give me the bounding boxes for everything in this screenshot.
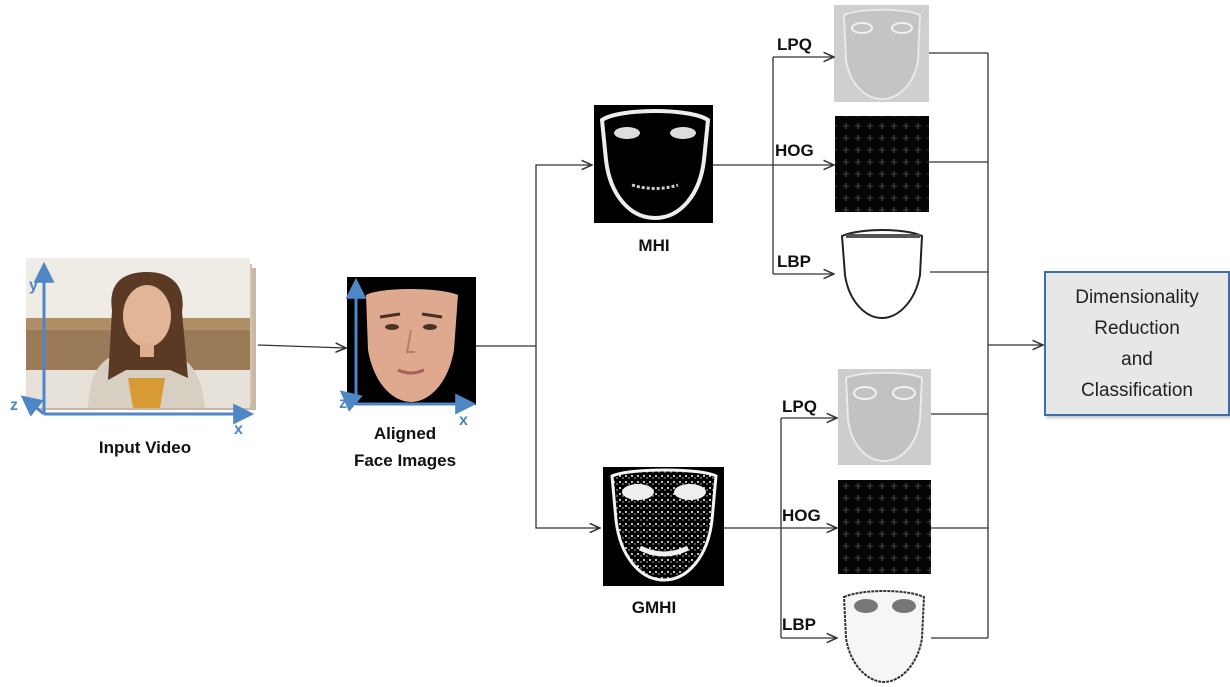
input-video-x-axis-label: x <box>234 421 243 438</box>
aligned-face-axes <box>339 277 477 415</box>
mhi-image <box>594 105 713 223</box>
output-box-line4: Classification <box>1081 379 1193 401</box>
mhi-hog-image <box>835 116 929 212</box>
mhi-lpq-image <box>834 5 929 102</box>
gmhi-branch-lbp-label: LBP <box>782 615 816 634</box>
gmhi-branch-lpq-label: LPQ <box>782 397 817 416</box>
mhi-branch-lbp-label: LBP <box>777 252 811 271</box>
aligned-face-image <box>347 277 476 405</box>
output-box-line2: Reduction <box>1094 317 1180 339</box>
mhi-lbp-image <box>835 227 930 322</box>
aligned-label-line1: Aligned <box>373 424 437 443</box>
gmhi-label: GMHI <box>631 598 677 617</box>
output-box-line1: Dimensionality <box>1075 286 1199 308</box>
input-video-axes <box>20 261 255 425</box>
output-box-line3: and <box>1121 348 1153 370</box>
gmhi-hog-image <box>838 480 931 574</box>
aligned-label-line2: Face Images <box>353 451 457 470</box>
dimensionality-reduction-classification-box: Dimensionality Reduction and Classificat… <box>1044 271 1230 416</box>
gmhi-branch-hog-label: HOG <box>782 506 821 525</box>
gmhi-lbp-image <box>837 589 931 685</box>
input-video-y-axis-label: y <box>29 277 38 294</box>
aligned-z-axis-label: z <box>339 395 347 412</box>
input-video-frames <box>26 258 256 410</box>
aligned-x-axis-label: x <box>459 412 468 429</box>
mhi-branch-lpq-label: LPQ <box>777 35 812 54</box>
mhi-branch-hog-label: HOG <box>775 141 814 160</box>
input-video-label: Input Video <box>98 438 192 457</box>
mhi-label: MHI <box>638 236 670 255</box>
gmhi-lpq-image <box>838 369 931 465</box>
connectors <box>257 53 1043 638</box>
input-video-z-axis-label: z <box>10 397 18 414</box>
gmhi-image <box>603 467 724 586</box>
